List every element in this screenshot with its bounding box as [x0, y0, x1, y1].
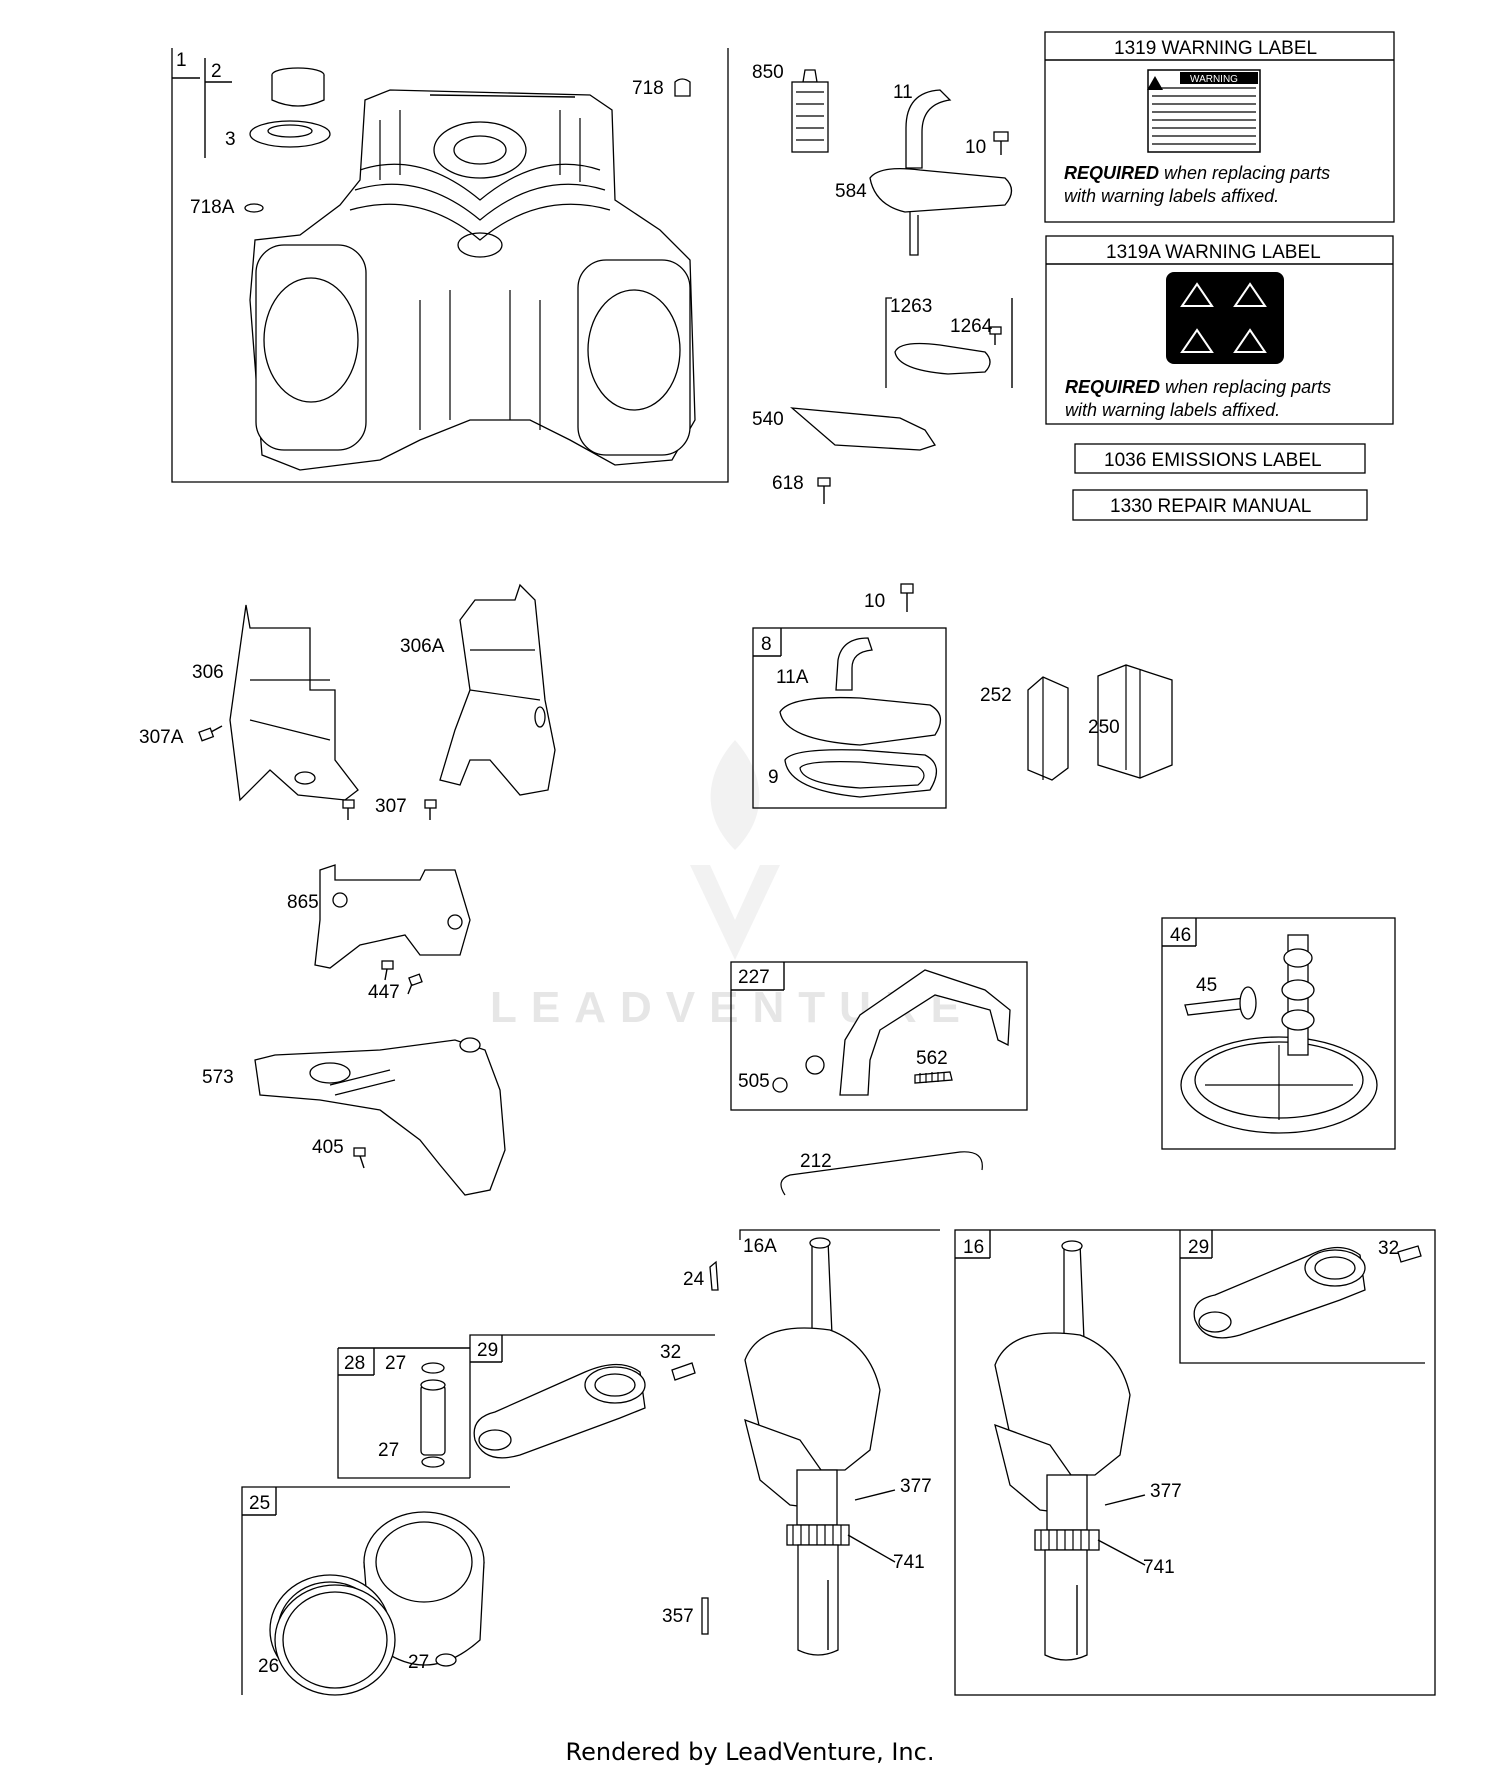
- callout-24: 24: [683, 1269, 705, 1290]
- callout-252: 252: [980, 685, 1012, 706]
- callout-377-a: 377: [900, 1476, 932, 1497]
- callout-3: 3: [225, 129, 236, 150]
- screw-405[interactable]: [353, 1147, 366, 1169]
- callout-16: 16: [963, 1237, 984, 1258]
- callout-26: 26: [258, 1656, 279, 1677]
- callout-27-b: 27: [378, 1440, 399, 1461]
- warning-label-1319: [1044, 31, 1395, 223]
- callout-27-a: 27: [385, 1353, 406, 1374]
- callout-718a: 718A: [190, 197, 235, 218]
- warning-label-1319a-req-line2: with warning labels affixed.: [1065, 400, 1280, 420]
- callout-540: 540: [752, 409, 784, 430]
- callout-27-c: 27: [408, 1652, 429, 1673]
- governor-link-212[interactable]: [780, 1151, 983, 1196]
- piston-pin-group-28[interactable]: [337, 1347, 470, 1479]
- gasket-250[interactable]: [1097, 664, 1173, 779]
- warning-label-1319-title: 1319 WARNING LABEL: [1114, 38, 1317, 59]
- breather-gasket[interactable]: [790, 407, 937, 451]
- callout-741-b: 741: [1143, 1557, 1175, 1578]
- callout-11: 11: [893, 82, 913, 103]
- callout-865: 865: [287, 892, 319, 913]
- callout-718: 718: [632, 78, 664, 99]
- callout-562: 562: [916, 1048, 948, 1069]
- warning-label-1319a: [1045, 235, 1394, 425]
- warning-label-1319-req: REQUIRED when replacing parts: [1064, 163, 1330, 183]
- breather-tube[interactable]: [905, 89, 952, 169]
- camshaft-group-46[interactable]: [1161, 917, 1396, 1150]
- callout-357: 357: [662, 1606, 694, 1627]
- callout-227: 227: [738, 967, 770, 988]
- breather-bolt[interactable]: [817, 477, 831, 504]
- callout-306: 306: [192, 662, 224, 683]
- screw-10-lower[interactable]: [900, 583, 914, 612]
- callout-10-lower: 10: [864, 591, 885, 612]
- key-24[interactable]: [709, 1260, 719, 1291]
- governor-group-227[interactable]: [730, 961, 1028, 1111]
- cylinder-block-group[interactable]: [171, 48, 729, 483]
- footer-credit: Rendered by LeadVenture, Inc.: [565, 1738, 935, 1766]
- air-guide-306[interactable]: [229, 604, 359, 802]
- callout-32-b: 32: [1378, 1238, 1399, 1259]
- callout-10-top: 10: [965, 137, 986, 158]
- callout-618: 618: [772, 473, 804, 494]
- callout-16a: 16A: [743, 1236, 777, 1257]
- crankshaft-16a[interactable]: [744, 1237, 881, 1656]
- callout-28: 28: [344, 1353, 365, 1374]
- gasket-252[interactable]: [1027, 676, 1069, 781]
- sealant-tube[interactable]: [791, 69, 829, 153]
- screw-307-right[interactable]: [424, 799, 437, 820]
- watermark-logo: [690, 740, 780, 960]
- callout-573: 573: [202, 1067, 234, 1088]
- callout-306a: 306A: [400, 636, 445, 657]
- emissions-label-box: [1074, 443, 1366, 474]
- callout-11a: 11A: [776, 667, 809, 688]
- breather-group-8[interactable]: [752, 627, 947, 809]
- blower-housing-573[interactable]: [254, 1037, 506, 1196]
- callout-250: 250: [1088, 717, 1120, 738]
- bracket-865[interactable]: [314, 864, 471, 969]
- connecting-rod-29[interactable]: [469, 1334, 715, 1478]
- screw-447[interactable]: [381, 960, 423, 995]
- callout-447: 447: [368, 982, 400, 1003]
- callout-45: 45: [1196, 975, 1217, 996]
- callout-584: 584: [835, 181, 867, 202]
- screw-307-left[interactable]: [342, 799, 355, 820]
- breather-cover[interactable]: [869, 167, 1013, 256]
- callout-307a: 307A: [139, 727, 184, 748]
- callout-741-a: 741: [893, 1552, 925, 1573]
- piston-group-25[interactable]: [241, 1486, 510, 1696]
- crankshaft-group-16[interactable]: [954, 1229, 1436, 1696]
- callout-307: 307: [375, 796, 407, 817]
- breather-screw[interactable]: [993, 131, 1009, 155]
- callout-850: 850: [752, 62, 784, 83]
- reed-screw[interactable]: [989, 326, 1002, 345]
- pin-357[interactable]: [701, 1597, 709, 1635]
- callout-505: 505: [738, 1071, 770, 1092]
- callout-212: 212: [800, 1151, 832, 1172]
- warning-label-1319a-title: 1319A WARNING LABEL: [1106, 242, 1321, 263]
- callout-1264: 1264: [950, 316, 993, 337]
- screw-307a[interactable]: [198, 725, 223, 742]
- callout-377-b: 377: [1150, 1481, 1182, 1502]
- callout-29-a: 29: [477, 1340, 498, 1361]
- callout-1263: 1263: [890, 296, 932, 317]
- callout-9: 9: [768, 767, 779, 788]
- emissions-label: 1036 EMISSIONS LABEL: [1104, 450, 1322, 471]
- callout-1: 1: [176, 50, 187, 71]
- callout-2: 2: [211, 61, 222, 82]
- warning-label-1319a-req: REQUIRED when replacing parts: [1065, 377, 1331, 397]
- repair-manual: 1330 REPAIR MANUAL: [1110, 496, 1311, 517]
- callout-8: 8: [761, 634, 772, 655]
- callout-32-a: 32: [660, 1342, 681, 1363]
- callout-29-b: 29: [1188, 1237, 1209, 1258]
- callout-46: 46: [1170, 925, 1191, 946]
- warning-label-1319-req-line2: with warning labels affixed.: [1064, 186, 1279, 206]
- callout-25: 25: [249, 1493, 270, 1514]
- repair-manual-box: [1072, 489, 1368, 521]
- callout-405: 405: [312, 1137, 344, 1158]
- reed-valve[interactable]: [894, 342, 991, 375]
- air-guide-306a[interactable]: [439, 583, 556, 796]
- warning-sticker-head: WARNING: [1190, 74, 1238, 85]
